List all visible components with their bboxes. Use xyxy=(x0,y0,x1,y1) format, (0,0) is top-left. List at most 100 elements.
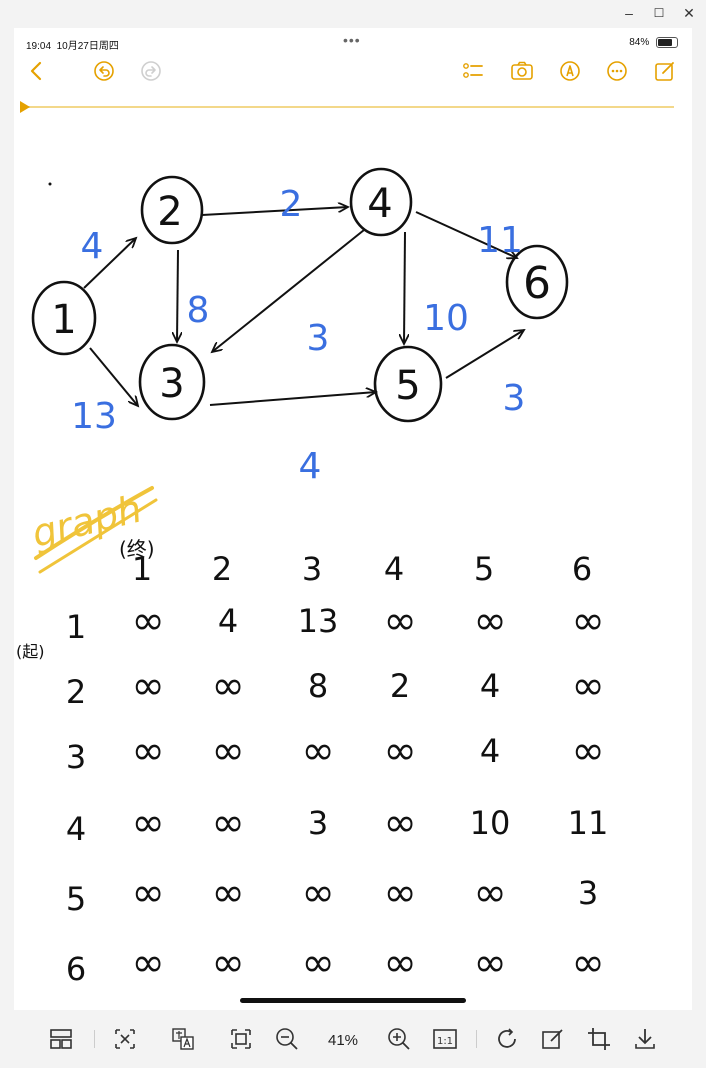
weight-4-5: 10 xyxy=(423,298,469,339)
back-chevron-icon[interactable] xyxy=(24,58,50,84)
matrix-col-header: 1 xyxy=(132,550,152,588)
actual-size-icon[interactable]: 1:1 xyxy=(432,1026,458,1052)
weight-1-3: 13 xyxy=(71,396,117,437)
battery-status: 84% xyxy=(629,37,678,48)
edge-2-4 xyxy=(201,207,348,216)
node-6: 6 xyxy=(505,244,569,320)
weight-3-5: 4 xyxy=(299,446,322,487)
matrix-cell: ∞ xyxy=(571,598,604,644)
matrix-col-header: 3 xyxy=(302,550,322,588)
fit-width-icon[interactable] xyxy=(112,1026,138,1052)
battery-percent: 84% xyxy=(629,37,650,49)
matrix-row-header: 2 xyxy=(66,673,86,711)
matrix-cell: ∞ xyxy=(301,940,334,986)
edge-4-3 xyxy=(212,229,365,352)
matrix-cell: ∞ xyxy=(131,663,164,709)
weight-2-4: 2 xyxy=(280,184,303,225)
page-timeline xyxy=(22,106,674,108)
crop-icon[interactable] xyxy=(586,1026,612,1052)
node-4: 4 xyxy=(349,167,413,237)
redo-icon[interactable] xyxy=(138,58,164,84)
toolbar-divider xyxy=(94,1030,95,1048)
matrix-col-header-label: (终) xyxy=(119,537,155,561)
svg-text:5: 5 xyxy=(395,363,420,409)
matrix-cell: ∞ xyxy=(383,940,416,986)
matrix-cell: ∞ xyxy=(211,728,244,774)
matrix-cell: 2 xyxy=(390,667,410,705)
ink-dot xyxy=(48,182,52,186)
matrix-cell: ∞ xyxy=(473,940,506,986)
matrix-cell: ∞ xyxy=(211,940,244,986)
edit-icon[interactable] xyxy=(540,1026,566,1052)
tablet-screen: 19:04 10月27日周四 ••• 84% xyxy=(14,28,692,1010)
edge-1-2 xyxy=(83,238,136,289)
edge-5-6 xyxy=(445,330,524,379)
zoom-level[interactable]: 41% xyxy=(327,1032,359,1049)
more-icon[interactable] xyxy=(604,58,630,84)
matrix-cell: ∞ xyxy=(571,663,604,709)
camera-icon[interactable] xyxy=(509,58,535,84)
svg-text:4: 4 xyxy=(367,181,392,227)
edge-4-6 xyxy=(415,211,517,258)
close-button[interactable]: ✕ xyxy=(683,5,695,21)
status-date: 10月27日周四 xyxy=(56,41,119,52)
svg-text:6: 6 xyxy=(523,258,551,309)
rotate-icon[interactable] xyxy=(494,1026,520,1052)
checklist-icon[interactable] xyxy=(460,58,486,84)
download-icon[interactable] xyxy=(632,1026,658,1052)
battery-icon xyxy=(656,37,678,48)
zoom-out-icon[interactable] xyxy=(274,1026,300,1052)
matrix-cell: ∞ xyxy=(131,870,164,916)
window-title-bar: – ☐ ✕ xyxy=(0,0,706,28)
matrix-cell: 4 xyxy=(480,667,500,705)
matrix-cell: 13 xyxy=(298,602,339,640)
status-time: 19:04 xyxy=(26,41,52,52)
node-1: 1 xyxy=(31,280,97,356)
fit-page-icon[interactable] xyxy=(228,1026,254,1052)
minimize-button[interactable]: – xyxy=(625,5,633,21)
matrix-cell: 3 xyxy=(308,804,328,842)
edge-4-5 xyxy=(404,231,405,344)
matrix-cell: ∞ xyxy=(211,663,244,709)
edge-1-3 xyxy=(89,347,138,406)
matrix-cell: ∞ xyxy=(301,728,334,774)
matrix-col-header: 6 xyxy=(572,550,592,588)
status-bar: 19:04 10月27日周四 ••• 84% xyxy=(14,28,692,56)
matrix-cell: ∞ xyxy=(131,800,164,846)
matrix-row-header: 5 xyxy=(66,880,86,918)
matrix-row-header-label: (起) xyxy=(16,642,45,661)
matrix-row-header: 4 xyxy=(66,810,86,848)
undo-icon[interactable] xyxy=(91,58,117,84)
matrix-cell: ∞ xyxy=(211,800,244,846)
node-2: 2 xyxy=(140,175,204,245)
translate-icon[interactable] xyxy=(170,1026,196,1052)
matrix-cell: ∞ xyxy=(383,728,416,774)
markup-pen-icon[interactable] xyxy=(557,58,583,84)
weight-1-2: 4 xyxy=(81,226,104,267)
edge-3-5 xyxy=(209,392,376,406)
matrix-col-header: 2 xyxy=(212,550,232,588)
home-indicator[interactable] xyxy=(240,998,466,1003)
maximize-button[interactable]: ☐ xyxy=(653,6,665,20)
zoom-in-icon[interactable] xyxy=(386,1026,412,1052)
multitask-dots-icon[interactable]: ••• xyxy=(343,32,361,48)
matrix-cell: ∞ xyxy=(131,598,164,644)
notes-toolbar xyxy=(14,58,692,88)
matrix-row-header: 1 xyxy=(66,608,86,646)
matrix-cell: ∞ xyxy=(301,870,334,916)
compose-icon[interactable] xyxy=(652,58,678,84)
layout-icon[interactable] xyxy=(48,1026,74,1052)
svg-text:1:1: 1:1 xyxy=(437,1036,453,1047)
svg-text:1: 1 xyxy=(51,297,76,343)
weight-5-6: 3 xyxy=(503,378,526,419)
playhead-icon[interactable] xyxy=(20,101,30,113)
node-3: 3 xyxy=(138,343,206,421)
matrix-cell: ∞ xyxy=(571,728,604,774)
matrix-cell: 3 xyxy=(578,874,598,912)
node-5: 5 xyxy=(373,345,443,423)
note-canvas[interactable]: 1 2 3 4 5 6 xyxy=(14,120,692,1010)
status-time-date: 19:04 10月27日周四 xyxy=(26,37,119,52)
matrix-row-header: 3 xyxy=(66,738,86,776)
handwriting-svg: 1 2 3 4 5 6 xyxy=(16,167,609,988)
